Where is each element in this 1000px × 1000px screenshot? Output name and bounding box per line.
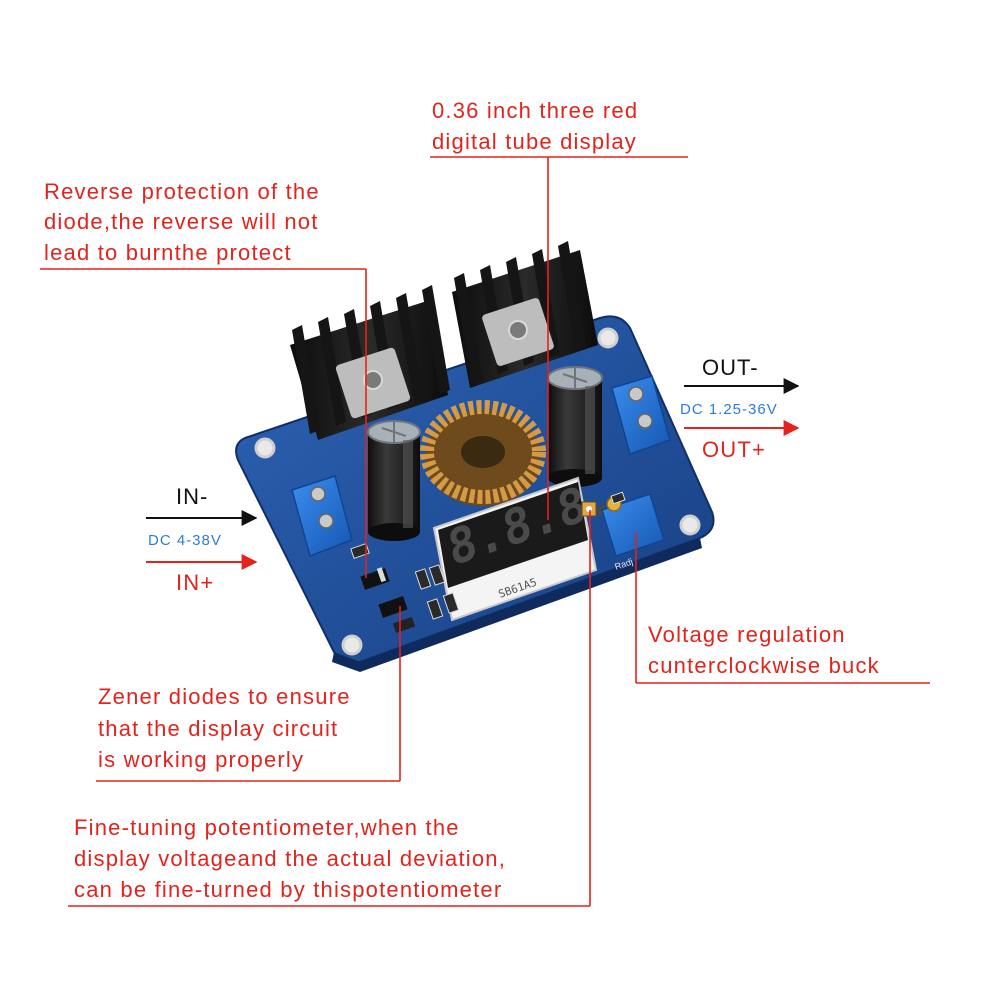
leader-lines — [40, 156, 930, 907]
out-minus-label: OUT- — [702, 355, 759, 380]
reverse-protection-diode — [360, 567, 390, 590]
callout-regulation-line-2: cunterclockwise buck — [648, 653, 880, 678]
callout-display-line-1: 0.36 inch three red — [432, 98, 638, 123]
callout-fine-line-1: Fine-tuning potentiometer,when the — [74, 815, 460, 840]
callout-fine-tuning: Fine-tuning potentiometer,when the displ… — [74, 815, 506, 902]
capacitor-left — [367, 420, 421, 541]
input-labels: IN- DC 4-38V IN+ — [148, 484, 222, 595]
out-range-label: DC 1.25-36V — [680, 401, 778, 418]
callout-zener-line-1: Zener diodes to ensure — [98, 684, 351, 709]
callout-zener-line-2: that the display circuit — [98, 716, 338, 741]
fine-tune-trimmer — [581, 501, 597, 517]
output-labels: OUT- DC 1.25-36V OUT+ — [680, 355, 778, 462]
callout-reverse-protection: Reverse protection of the diode,the reve… — [44, 179, 320, 265]
heatsink-right — [452, 241, 598, 388]
callout-regulation-line-1: Voltage regulation — [648, 622, 846, 647]
callout-zener-line-3: is working properly — [98, 747, 304, 772]
callout-reverse-line-2: diode,the reverse will not — [44, 209, 319, 234]
pcb-module: 8.8.8. SB61A5 Radj — [235, 241, 715, 672]
callout-reverse-line-3: lead to burnthe protect — [44, 240, 292, 265]
in-plus-label: IN+ — [176, 570, 214, 595]
callout-display: 0.36 inch three red digital tube display — [432, 98, 638, 154]
in-minus-label: IN- — [176, 484, 208, 509]
toroid-inductor — [420, 400, 546, 506]
mounting-holes — [254, 327, 701, 656]
heatsink-left — [290, 285, 450, 440]
callout-fine-line-2: display voltageand the actual deviation, — [74, 846, 506, 871]
terminal-arrows — [146, 378, 800, 570]
callout-reverse-line-1: Reverse protection of the — [44, 179, 320, 204]
output-terminal-block — [611, 375, 671, 455]
callout-zener: Zener diodes to ensure that the display … — [98, 684, 351, 772]
callout-display-line-2: digital tube display — [432, 129, 637, 154]
out-plus-label: OUT+ — [702, 437, 766, 462]
in-range-label: DC 4-38V — [148, 532, 222, 549]
callout-fine-line-3: can be fine-turned by thispotentiometer — [74, 877, 502, 902]
capacitor-right — [547, 366, 603, 487]
smd-components — [350, 491, 626, 620]
input-terminal-block — [291, 475, 353, 557]
callout-voltage-regulation: Voltage regulation cunterclockwise buck — [648, 622, 880, 678]
zener-diodes — [378, 596, 416, 633]
